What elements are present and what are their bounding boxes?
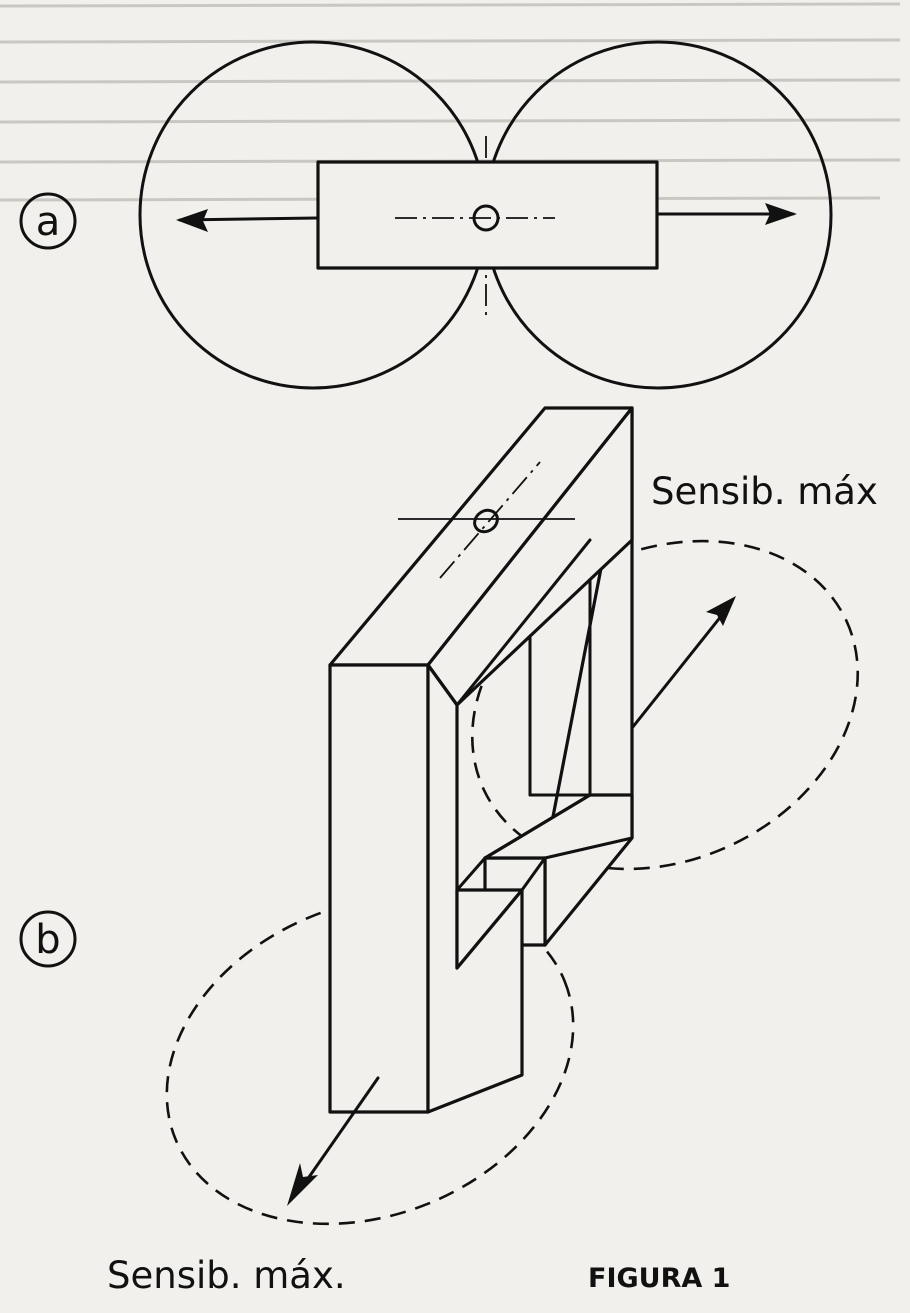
figure-a: a	[19, 40, 833, 390]
ferrite-bar	[316, 160, 659, 270]
upper-arrow	[630, 603, 732, 730]
figure-b-label: b	[19, 910, 77, 968]
lower-arrowhead	[287, 1163, 318, 1206]
left-arrowhead	[176, 209, 208, 232]
beam-axis-diagonal	[439, 461, 541, 579]
figure-caption: FIGURA 1	[588, 1263, 730, 1294]
core-gap-lower-block	[455, 888, 524, 970]
right-arrowhead	[765, 203, 797, 225]
figure-b-label-text: b	[35, 917, 60, 963]
sensitivity-lower-label: Sensib. máx.	[107, 1254, 346, 1297]
lower-dashed-lobe	[165, 894, 575, 1226]
upper-arrowhead	[706, 596, 736, 626]
figure-b: b Sensib. máx	[19, 406, 878, 1297]
lower-arrow	[298, 1076, 380, 1192]
center-hole	[472, 204, 500, 232]
figure-a-label-text: a	[36, 199, 61, 245]
core-left-leg-front	[328, 663, 430, 1114]
sensitivity-upper-label: Sensib. máx	[651, 470, 878, 513]
figure-a-label: a	[19, 192, 77, 250]
beam-hole	[473, 508, 499, 534]
